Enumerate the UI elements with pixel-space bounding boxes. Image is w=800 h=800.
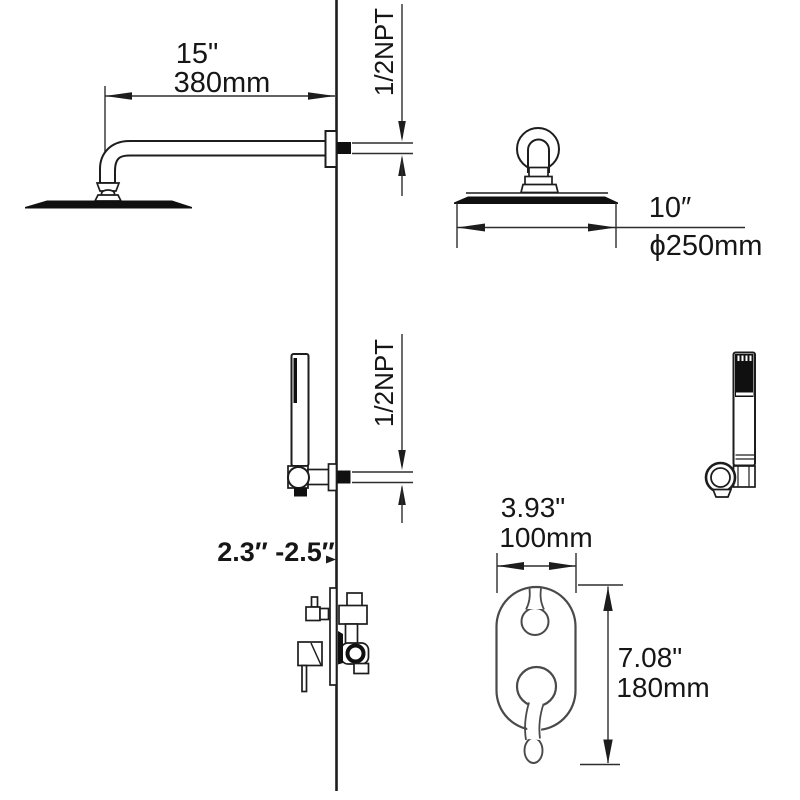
nozzle-tick [749,355,752,361]
dim-arrow-right [549,562,576,570]
trim-plate-detail: 3.93" 100mm 7.08" 180mm [495,492,710,766]
head-diameter-dimension: 10″ ϕ250mm [456,192,763,262]
wall-flange [324,130,338,168]
wand-spray-face [735,354,754,397]
diverter-knob [520,607,550,636]
dim-arrow-down [398,121,406,142]
cartridge-circle [345,643,366,664]
nozzle-tick [737,355,740,361]
trim-height-mm-label: 180mm [616,672,709,703]
hand-shower-free-view [704,351,756,498]
arm-length-inches-label: 15" [176,38,219,70]
dim-arrow-down [603,739,613,764]
wand-spray-strip [293,358,297,403]
npt-top-label: 1/2NPT [369,8,399,96]
arm-length-dimension: 15" 380mm [104,38,335,168]
npt-nipple-top [337,142,351,154]
npt-middle-label: 1/2NPT [369,339,399,427]
ring-inner [710,467,731,488]
npt-dimension-middle: 1/2NPT [369,334,406,523]
rain-shower-head-plate [25,200,192,209]
valve-left-port [305,606,321,622]
trim-width-mm-label: 100mm [499,522,592,553]
dim-arrow-left [105,92,132,100]
trim-width-inches-label: 3.93" [501,492,565,523]
valve-depth-label: 2.3″ -2.5″ [217,537,334,567]
dim-arrow-right [308,92,335,100]
valve-body-upper [338,604,368,625]
rain-shower-side-view: 10″ ϕ250mm [454,127,763,262]
dim-arrow-down [398,450,406,470]
trim-height-inches-label: 7.08" [618,642,682,673]
holder-foot [294,487,307,497]
dim-arrow-right [588,223,616,232]
mount-flare [519,183,560,194]
ring-foot [711,488,733,498]
valve-left-coupler [319,607,330,621]
valve-lever [301,664,308,693]
wand-bracket [732,465,756,488]
nozzle-tick [745,355,748,361]
holder-wall-mount [327,463,338,492]
valve-depth-annotation: 2.3″ -2.5″ [217,537,336,567]
diameter-inches-label: 10″ [649,192,692,224]
shower-arm [99,140,326,184]
holder-ring [287,466,310,489]
valve-stub [310,596,319,608]
valve-seal [338,631,343,665]
arm-length-mm-label: 380mm [174,67,271,99]
valve-handle-hub [297,641,323,667]
dim-arrow-up [603,587,613,611]
npt-dimension-top: 1/2NPT [369,4,406,196]
valve-pipe [344,623,359,645]
valve-top-port [346,592,363,607]
wand-trim-band [736,392,753,396]
trim-height-dimension: 7.08" 180mm [578,584,710,766]
mount-arch [527,138,550,173]
rain-shower-arm-view: 15" 380mm [25,38,413,209]
main-handle-hub [515,665,558,708]
arm-nut [95,182,121,192]
trim-width-dimension: 3.93" 100mm [496,492,593,593]
dim-arrow-left [497,562,524,570]
npt-nipple-middle [337,470,351,484]
dim-arrow-left [457,223,485,232]
head-plate-side [454,196,618,204]
valve-mount-plate [329,587,338,686]
holder-arm [307,468,332,486]
valve-body-lower [353,662,370,675]
mount-nut [528,166,549,178]
lever-bulb [523,737,544,764]
nozzle-tick [741,355,744,361]
head-connector [93,194,123,202]
rough-in-valve [297,587,370,693]
hand-shower-wall-view [287,353,413,497]
leader-arrow [326,555,336,564]
diameter-mm-label: ϕ250mm [650,230,763,262]
